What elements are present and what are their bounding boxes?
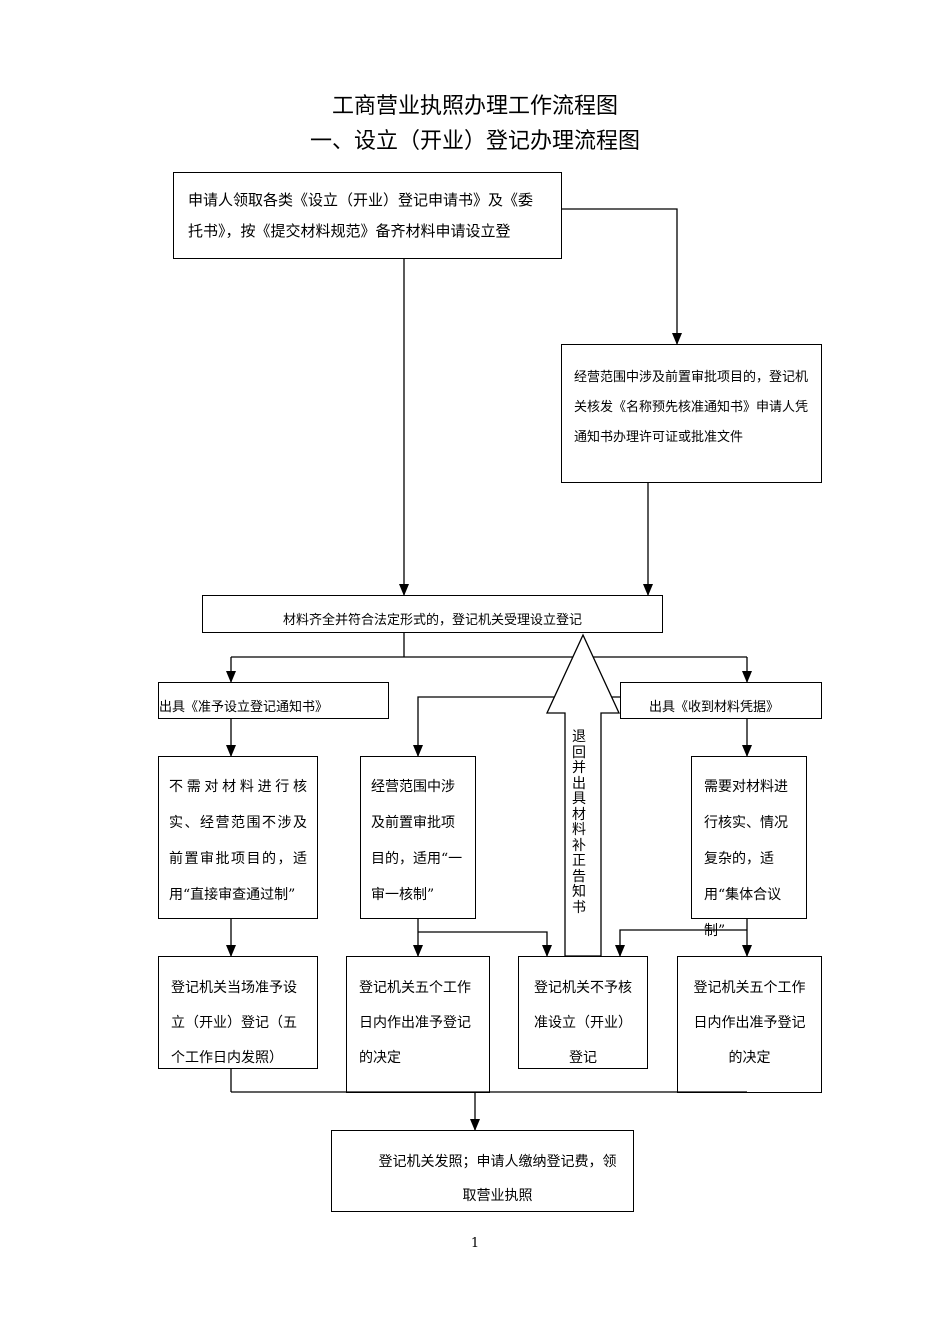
- page-number: 1: [470, 1236, 480, 1251]
- reject-box: 登记机关不予核准设立（开业）登记: [518, 956, 648, 1069]
- issue-license-box: 登记机关发照；申请人缴纳登记费，领取营业执照: [331, 1130, 634, 1212]
- preapproval-box: 经营范围中涉及前置审批项目的，登记机关核发《名称预先核准通知书》申请人凭通知书办…: [561, 344, 822, 483]
- arrow-receipt-to-onereview: [413, 696, 620, 757]
- collective-box: 需要对材料进行核实、情况复杂的，适用“集体合议制”: [691, 756, 807, 939]
- return-hollow-arrow: [545, 633, 621, 957]
- direct-review-box: 不需对材料进行核实、经营范围不涉及前置审批项目的，适用“直接审查通过制”: [158, 756, 318, 919]
- five-day-a-box: 登记机关五个工作日内作出准予登记的决定: [346, 956, 490, 1093]
- page-subtitle: 一、设立（开业）登记办理流程图: [309, 129, 640, 154]
- onsite-approve-box: 登记机关当场准予设立（开业）登记（五个工作日内发照）: [158, 956, 318, 1069]
- arrow-onereview-to-reject: [418, 931, 552, 957]
- accept-box: 材料齐全并符合法定形式的，登记机关受理设立登记: [202, 595, 663, 633]
- five-day-b-box: 登记机关五个工作日内作出准予登记的决定: [677, 956, 822, 1093]
- arrow-apply-to-preapproval: [562, 208, 682, 345]
- one-review-box: 经营范围中涉及前置审批项目的，适用“一审一核制”: [360, 756, 476, 919]
- arrow-collective-to-reject: [615, 929, 747, 957]
- return-note: 退回并出具材料补正告知书: [572, 729, 586, 916]
- page-title: 工商营业执照办理工作流程图: [331, 94, 618, 119]
- receipt-box: 出具《收到材料凭据》: [620, 682, 822, 719]
- notice-permit-box: 出具《准予设立登记通知书》: [158, 682, 389, 719]
- apply-box: 申请人领取各类《设立（开业）登记申请书》及《委托书》，按《提交材料规范》备齐材料…: [173, 172, 562, 259]
